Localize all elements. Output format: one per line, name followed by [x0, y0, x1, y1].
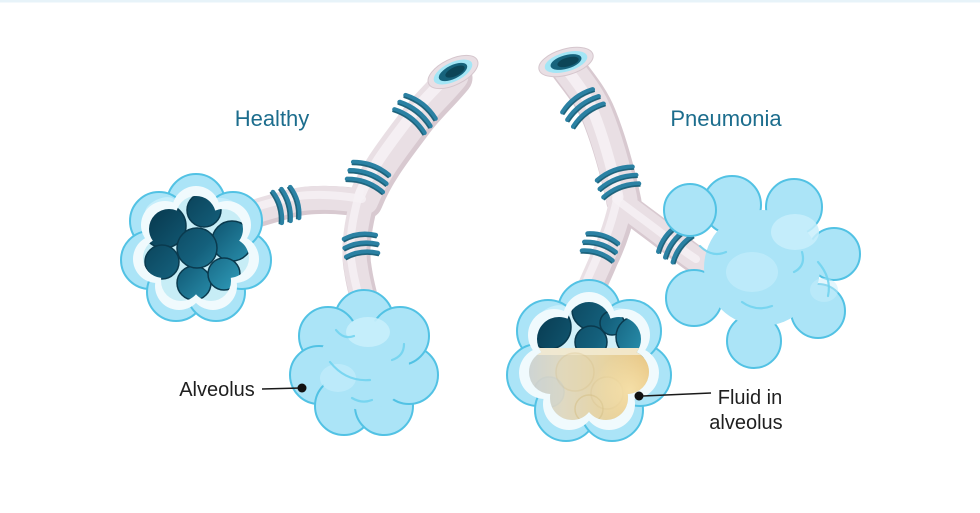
alveolus-pneumonia-fluid-cutaway [506, 279, 672, 442]
bronchiole-right [538, 46, 716, 304]
alveoli-cluster-healthy-cutaway [120, 173, 272, 322]
healthy-label: Healthy [235, 106, 310, 131]
top-edge-tint [0, 0, 980, 3]
bronchiole-opening-right [538, 46, 594, 78]
fluid-pointer-line [642, 392, 712, 397]
fluid-pointer-dot [634, 391, 644, 401]
cartilage-rings-right-3 [579, 231, 621, 264]
alveolus-pointer-dot [297, 383, 307, 393]
alveolus-callout: Alveolus [179, 379, 307, 401]
cartilage-rings-left-4 [341, 231, 381, 261]
cartilage-rings-right-1 [560, 87, 606, 130]
bronchiole-opening-left [427, 54, 479, 90]
cartilage-rings-left-1 [392, 92, 438, 136]
cartilage-rings-right-2 [594, 164, 642, 201]
fluid-callout: Fluid in alveolus [634, 387, 783, 434]
alveolus-healthy [289, 289, 439, 436]
pneumonia-label: Pneumonia [670, 106, 782, 131]
bronchiole-left [236, 54, 479, 320]
cartilage-rings-right-4 [656, 223, 695, 265]
cartilage-rings-left-2 [344, 159, 392, 196]
fluid-label-line1: Fluid in [718, 387, 782, 409]
alveolus-pointer-line [261, 387, 302, 390]
cartilage-rings-left-3 [269, 184, 302, 226]
alveolus-label: Alveolus [179, 379, 255, 401]
alveoli-cluster-pneumonia [663, 175, 861, 369]
fluid-label-line2: alveolus [709, 412, 782, 434]
